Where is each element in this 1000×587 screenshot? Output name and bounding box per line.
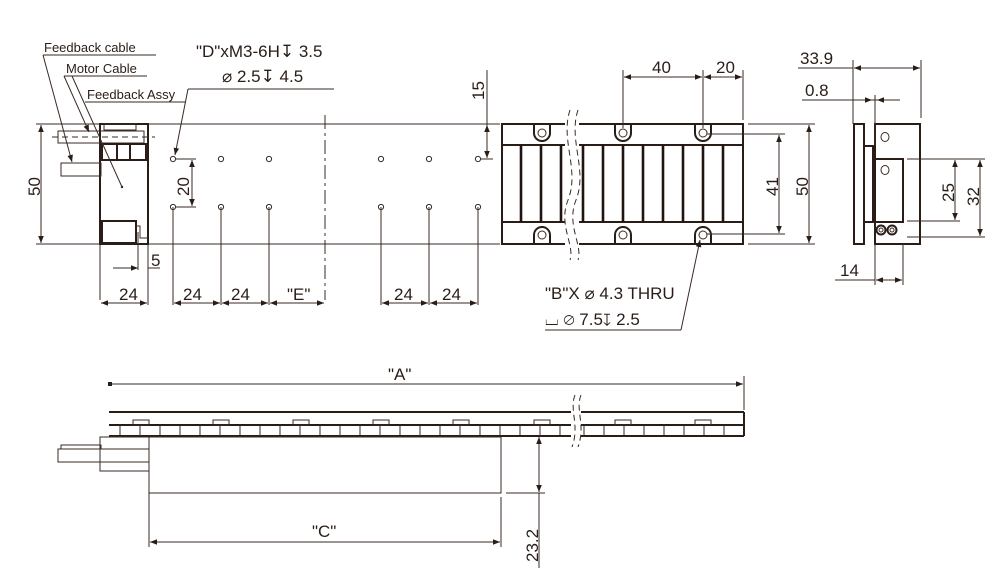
top-view: 50 20 15 5 24 24 24 "E" 24	[25, 40, 500, 306]
svg-text:⌀ 2.5↧ 4.5: ⌀ 2.5↧ 4.5	[222, 67, 303, 86]
callout-feedback-assy: Feedback Assy	[85, 87, 186, 103]
motor-cable	[60, 162, 102, 177]
dim-height-25: 25	[939, 183, 958, 202]
dim-E: "E"	[287, 285, 310, 304]
dim-gap-0-8: 0.8	[805, 81, 829, 100]
dim-coil-C: "C"	[312, 522, 336, 541]
svg-text:"B"X ⌀ 4.3 THRU: "B"X ⌀ 4.3 THRU	[545, 284, 675, 303]
dim-24-c: 24	[231, 285, 250, 304]
dim-height-23-2: 23.2	[523, 529, 542, 562]
magnet-segments	[119, 425, 725, 436]
svg-text:⌴ ⌀ 7.5↧ 2.5: ⌴ ⌀ 7.5↧ 2.5	[545, 310, 640, 329]
dim-24-b: 24	[183, 285, 202, 304]
dim-track-height-50: 50	[793, 177, 812, 196]
svg-text:Motor Cable: Motor Cable	[66, 61, 137, 76]
dim-15: 15	[469, 81, 488, 100]
magnet-bars	[519, 145, 725, 222]
dim-end-20: 20	[716, 58, 735, 77]
callout-tapped-holes: "D"xM3-6H↧ 3.5 ⌀ 2.5↧ 4.5	[173, 42, 334, 156]
side-view: "A" "	[57, 365, 745, 568]
svg-text:Feedback cable: Feedback cable	[44, 40, 136, 55]
dim-pitch-40: 40	[652, 58, 671, 77]
dim-5: 5	[151, 251, 160, 270]
dim-height-32: 32	[964, 187, 983, 206]
svg-text:Feedback Assy: Feedback Assy	[87, 87, 176, 102]
track-bumps	[132, 419, 712, 426]
magnet-track-view: 40 20 41 50 "B"X ⌀ 4.3 THRU ⌴ ⌀ 7.5↧ 2.5	[501, 58, 815, 331]
callout-thru-holes: "B"X ⌀ 4.3 THRU ⌴ ⌀ 7.5↧ 2.5	[545, 239, 702, 331]
callout-feedback-cable: Feedback cable	[42, 40, 156, 163]
dim-hole-span-41: 41	[763, 177, 782, 196]
dim-24-a: 24	[119, 285, 138, 304]
dim-height-50: 50	[25, 177, 44, 196]
dim-24-d: 24	[394, 285, 413, 304]
dim-width-14: 14	[840, 261, 859, 280]
callout-motor-cable: Motor Cable	[63, 61, 147, 188]
svg-text:"D"xM3-6H↧ 3.5: "D"xM3-6H↧ 3.5	[196, 42, 322, 61]
dim-overall-A: "A"	[388, 365, 411, 384]
dim-24-e: 24	[442, 285, 461, 304]
dim-hole-row-20: 20	[174, 177, 193, 196]
end-view: 33.9 0.8 25 32 14	[798, 49, 985, 285]
dim-width-33-9: 33.9	[800, 49, 833, 68]
feedback-assy-block	[99, 123, 149, 245]
